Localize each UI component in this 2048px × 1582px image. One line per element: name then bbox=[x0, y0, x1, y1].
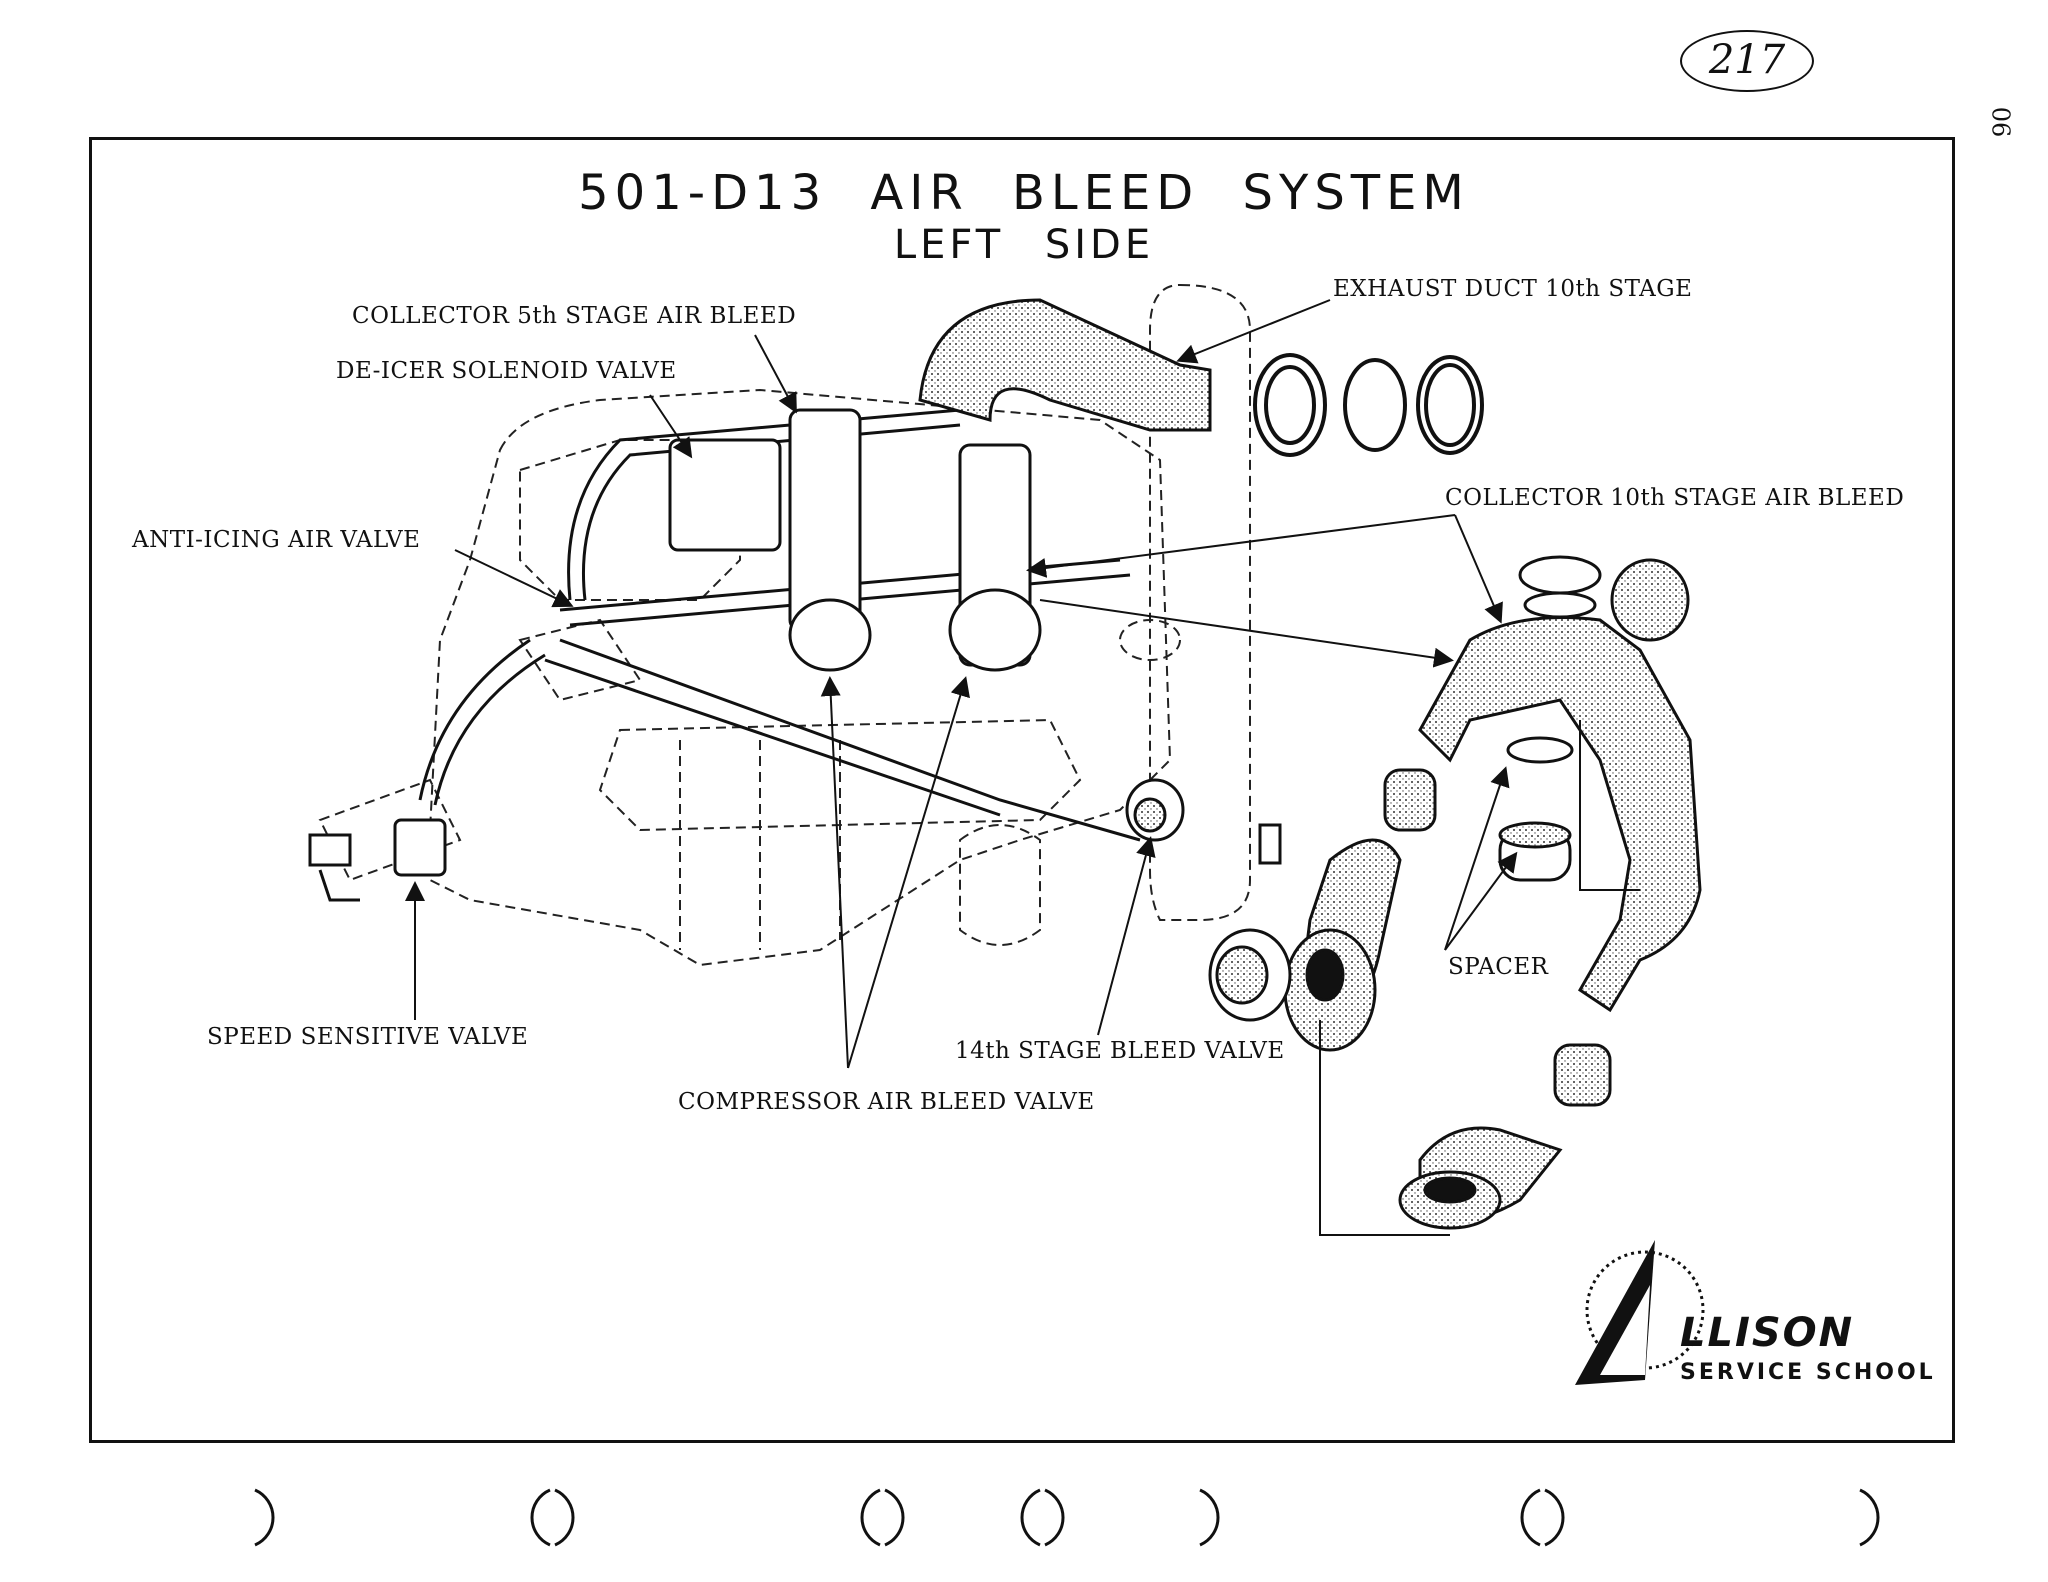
label-14th-stage: 14th STAGE BLEED VALVE bbox=[955, 1038, 1285, 1064]
label-collector-5th: COLLECTOR 5th STAGE AIR BLEED bbox=[352, 303, 797, 329]
page-number: 217 bbox=[1680, 30, 1814, 92]
label-spacer: SPACER bbox=[1448, 954, 1549, 980]
label-compressor-bleed: COMPRESSOR AIR BLEED VALVE bbox=[678, 1089, 1095, 1115]
compressor-bleed-valves bbox=[668, 408, 1042, 672]
label-deicer-solenoid: DE-ICER SOLENOID VALVE bbox=[336, 358, 677, 384]
logo-subtitle: SERVICE SCHOOL bbox=[1680, 1360, 1936, 1385]
diagram-frame bbox=[89, 137, 1955, 1443]
logo-brand: LLISON bbox=[1680, 1310, 1855, 1356]
duct-rings bbox=[1253, 353, 1484, 457]
label-collector-10th: COLLECTOR 10th STAGE AIR BLEED bbox=[1445, 485, 1905, 511]
diagram-title: 501-D13 AIR BLEED SYSTEM bbox=[578, 165, 1470, 221]
leader-lines bbox=[405, 299, 1518, 1069]
exhaust-duct bbox=[918, 298, 1212, 432]
binder-holes bbox=[254, 1488, 1880, 1547]
diagram-subtitle: LEFT SIDE bbox=[893, 222, 1155, 268]
label-speed-sensitive: SPEED SENSITIVE VALVE bbox=[207, 1024, 529, 1050]
label-anti-icing: ANTI-ICING AIR VALVE bbox=[132, 527, 421, 553]
collector-10th-exploded bbox=[1125, 555, 1702, 1230]
allison-logo-mark bbox=[1575, 1240, 1705, 1385]
speed-sensitive-valve-shape bbox=[308, 818, 447, 902]
label-exhaust-duct: EXHAUST DUCT 10th STAGE bbox=[1333, 276, 1693, 302]
